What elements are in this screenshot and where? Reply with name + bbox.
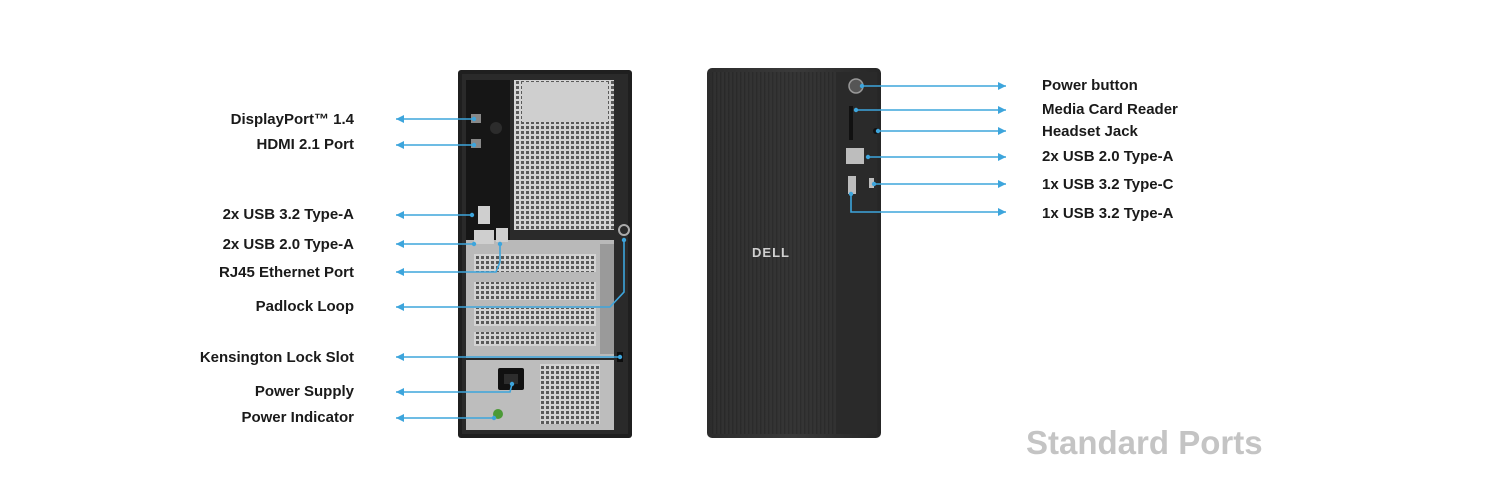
dell-logo: DELL [752,245,790,260]
front-usb32a-port [848,176,856,194]
callout-usb32a-front-arrowhead [998,208,1006,216]
callout-usb20-front-arrowhead [998,153,1006,161]
callout-usb32a-front-anchor [848,191,854,197]
front-usbc-port [869,178,874,188]
callout-rj45-anchor [497,241,503,247]
callout-media-card-reader-anchor [853,107,859,113]
callout-power-supply [396,383,513,393]
right-callouts [848,82,1006,216]
callout-usb32-rear-anchor [469,212,475,218]
callout-headset-jack-anchor [875,128,881,134]
callout-usb32a-front [850,194,1006,213]
label-usb32-rear: 2x USB 3.2 Type-A [222,206,354,223]
slot-cover-3 [474,308,596,326]
label-headset-jack: Headset Jack [1042,123,1138,140]
callout-padlock-loop-arrowhead [396,303,404,311]
callout-usb20-front-anchor [865,154,871,160]
label-usb20-front: 2x USB 2.0 Type-A [1042,148,1174,165]
usb32-rear-ports [478,206,490,224]
label-hdmi: HDMI 2.1 Port [256,136,354,153]
callout-displayport-anchor [471,116,477,122]
label-displayport: DisplayPort™ 1.4 [230,111,354,128]
callout-usb20-rear-anchor [471,241,477,247]
callout-rj45-arrowhead [396,268,404,276]
rear-view [458,70,632,438]
label-usb20-rear: 2x USB 2.0 Type-A [222,236,354,253]
callout-media-card-reader-arrowhead [998,106,1006,114]
callout-headset-jack-arrowhead [998,127,1006,135]
callout-power-button-arrowhead [998,82,1006,90]
callout-kensington-arrowhead [396,353,404,361]
label-power-button: Power button [1042,77,1138,94]
callout-usbc-front-anchor [871,181,877,187]
label-rj45: RJ45 Ethernet Port [218,264,354,281]
label-usbc-front: 1x USB 3.2 Type-C [1042,176,1174,193]
callout-usb32-rear-arrowhead [396,211,404,219]
front-view [707,68,881,438]
callout-power-button-anchor [859,83,865,89]
label-kensington: Kensington Lock Slot [199,349,354,366]
callout-power-indicator-arrowhead [396,414,404,422]
slot-cover-2 [474,282,596,300]
callout-kensington-anchor [617,354,623,360]
rj45-jack [496,228,508,242]
left-callouts [396,115,627,422]
slot-cover-1 [474,254,596,272]
hdmi-jack [471,139,481,148]
callout-rj45 [396,244,501,273]
callout-displayport-arrowhead [396,115,404,123]
callout-usb20-rear-arrowhead [396,240,404,248]
callout-hdmi-arrowhead [396,141,404,149]
callout-hdmi-anchor [471,142,477,148]
padlock-loop [618,224,630,236]
callout-padlock-loop [396,240,625,308]
label-power-indicator: Power Indicator [241,409,354,426]
standard-ports-caption: Standard Ports [1026,424,1263,461]
callout-usbc-front-arrowhead [998,180,1006,188]
io-panel [466,80,510,252]
label-usb32a-front: 1x USB 3.2 Type-A [1042,205,1174,222]
callout-power-supply-anchor [509,381,515,387]
callout-power-supply-arrowhead [396,388,404,396]
label-power-supply: Power Supply [254,383,354,400]
front-usb20-ports [846,148,864,164]
slot-cover-4 [474,332,596,346]
callout-padlock-loop-anchor [621,237,627,243]
usb20-rear-ports [474,230,494,244]
media-card-slot [849,106,853,140]
callout-power-indicator-anchor [491,415,497,421]
label-padlock-loop: Padlock Loop [255,298,354,315]
label-media-card-reader: Media Card Reader [1042,101,1178,118]
